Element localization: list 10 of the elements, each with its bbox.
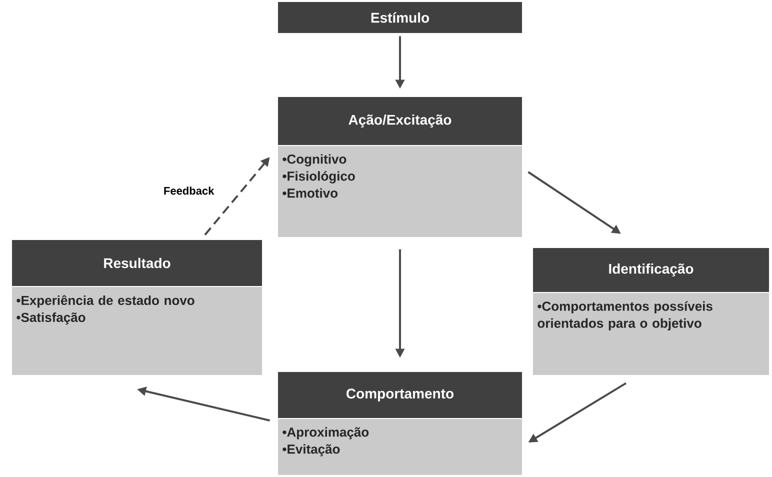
bullet-panel: •Aproximação •Evitação bbox=[278, 419, 522, 475]
header-bar: Identificação bbox=[533, 248, 769, 292]
bullet-panel: •Comportamentos possíveis orientados para o objetivo bbox=[533, 293, 769, 375]
header-bar: Estímulo bbox=[278, 2, 522, 33]
bullet-panel: •Experiência de estado novo •Satisfação bbox=[12, 287, 262, 375]
header-bar: Resultado bbox=[12, 240, 262, 286]
bullet-panel: •Cognitivo •Fisiológico •Emotivo bbox=[278, 146, 522, 237]
edge-label: Feedback bbox=[162, 186, 216, 196]
header-bar: Comportamento bbox=[278, 372, 522, 418]
header-bar: Ação/Excitação bbox=[278, 97, 522, 145]
